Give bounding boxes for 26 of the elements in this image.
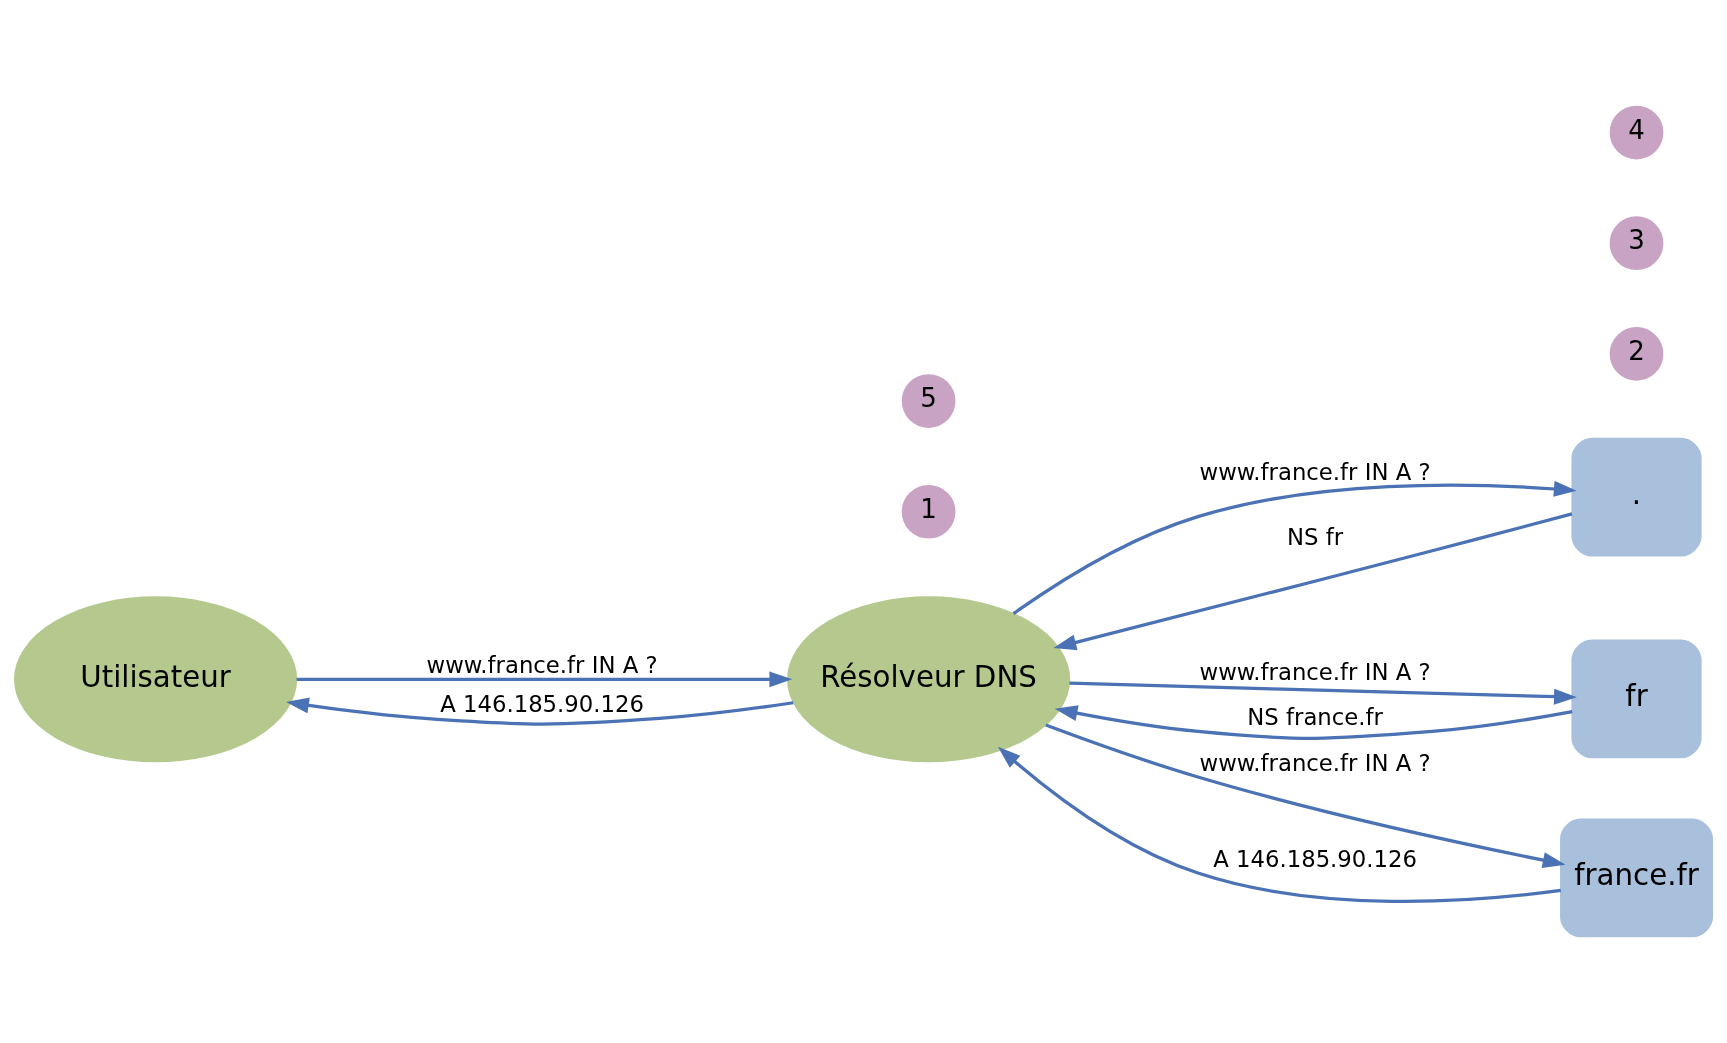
node-box: .	[1571, 437, 1702, 557]
edge-label: www.france.fr IN A ?	[1199, 658, 1431, 685]
node-ellipse: Utilisateur	[14, 596, 298, 763]
node-circle: 4	[1609, 105, 1664, 160]
node-circle: 1	[901, 484, 956, 539]
edge-label: NS france.fr	[1247, 704, 1383, 731]
node-circle: 2	[1609, 327, 1664, 381]
arrow	[296, 671, 793, 688]
node-box: france.fr	[1560, 818, 1713, 938]
edge-label: A 146.185.90.126	[440, 691, 645, 718]
node-ellipse: Résolveur DNS	[787, 596, 1071, 763]
node-box: fr	[1571, 639, 1702, 759]
arrow	[997, 746, 1561, 903]
arrow	[1045, 723, 1566, 868]
edge-label: NS fr	[1287, 523, 1344, 550]
edge-label: A 146.185.90.126	[1213, 845, 1418, 872]
edge-label: www.france.fr IN A ?	[1199, 749, 1431, 776]
node-circle: 3	[1609, 216, 1664, 271]
node-circle: 5	[901, 374, 956, 428]
arrow	[1053, 512, 1573, 651]
edge-label: www.france.fr IN A ?	[1199, 458, 1431, 485]
arrow	[286, 697, 794, 726]
arrow	[1069, 681, 1577, 705]
edge-label: www.france.fr IN A ?	[426, 652, 658, 679]
arrow	[1012, 480, 1577, 615]
arrow	[1054, 705, 1573, 740]
